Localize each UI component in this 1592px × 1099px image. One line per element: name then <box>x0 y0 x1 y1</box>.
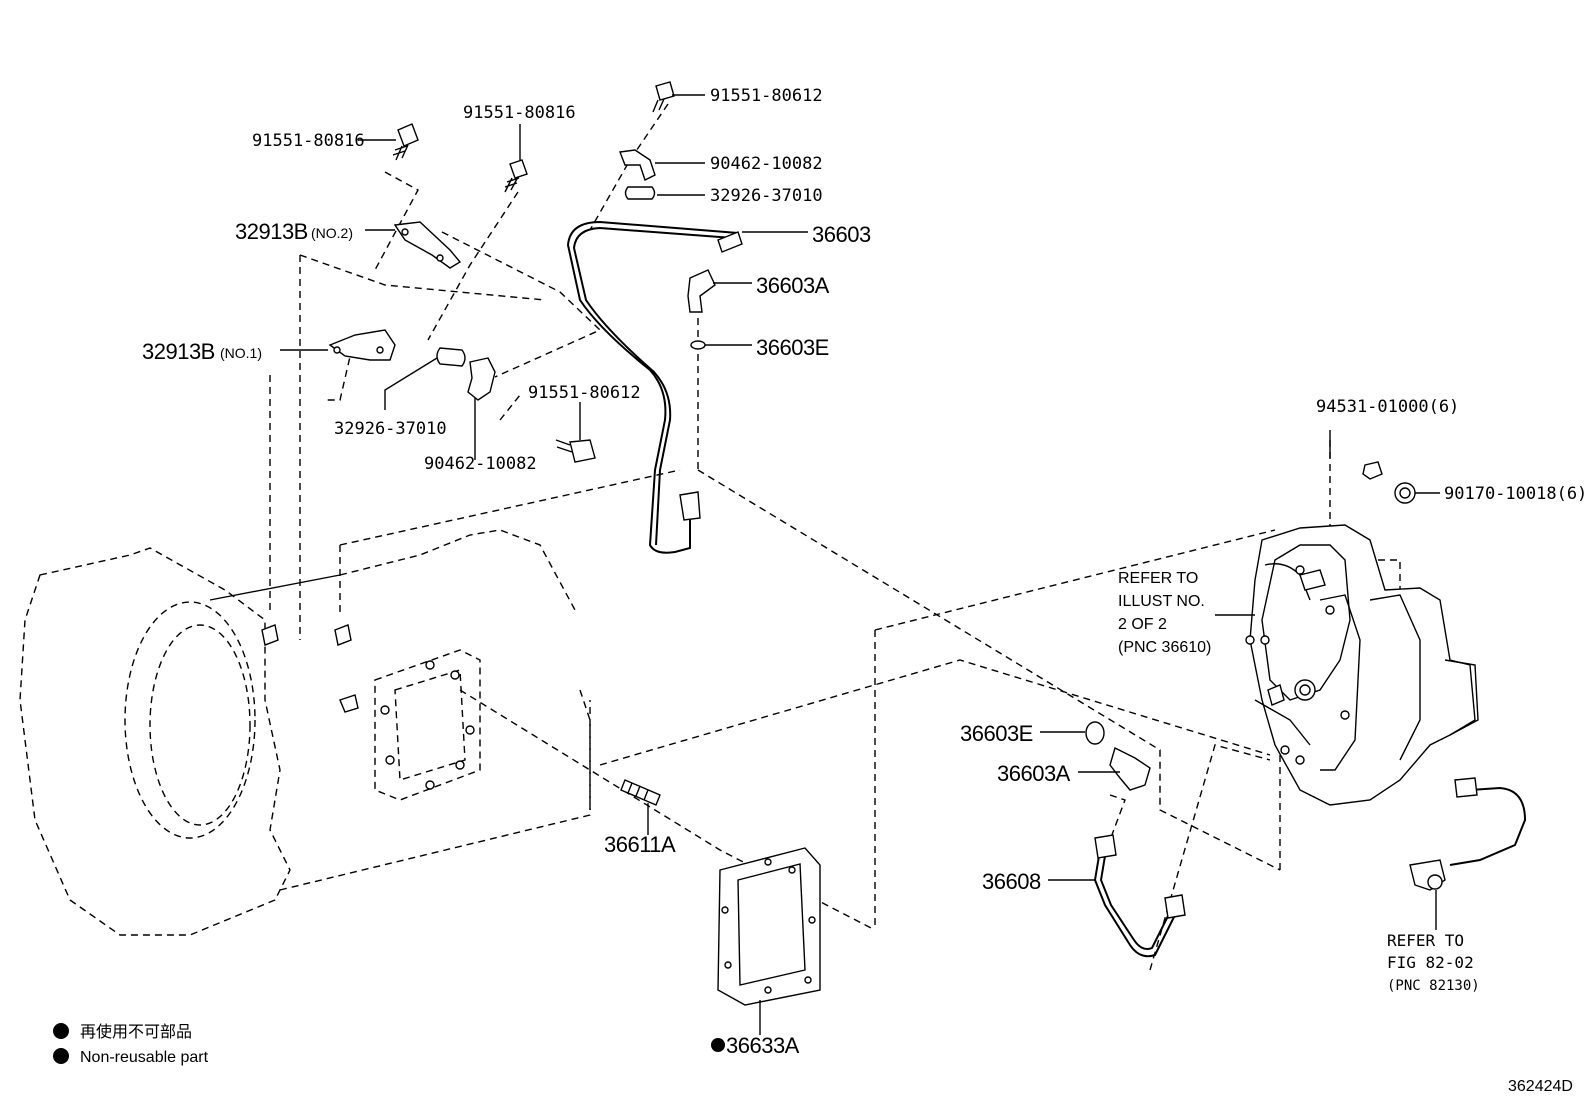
nut-94531 <box>1362 461 1383 480</box>
part-labels: 91551-80816 91551-80816 91551-80612 9046… <box>142 86 1587 1058</box>
harness-connector-top <box>1454 777 1478 798</box>
label-91551-80816-mid: 91551-80816 <box>463 103 576 123</box>
transmission-case <box>19 529 591 936</box>
transfer-case <box>1215 430 1479 806</box>
legend-bullet-1 <box>53 1023 69 1039</box>
refer-fig-line-2: FIG 82-02 <box>1387 953 1474 972</box>
label-36608: 36608 <box>982 869 1041 894</box>
refer-illust-note: REFER TO ILLUST NO. 2 OF 2 (PNC 36610) <box>1118 570 1211 656</box>
parts-lower-right <box>1040 721 1527 958</box>
label-32926-37010-low: 32926-37010 <box>334 419 447 439</box>
label-90462-10082-top: 90462-10082 <box>710 154 823 174</box>
label-36633A: 36633A <box>726 1033 800 1058</box>
parts-top <box>358 81 808 554</box>
label-36603A-top: 36603A <box>756 273 830 298</box>
refer-illust-line-2: ILLUST NO. <box>1118 593 1205 610</box>
legend-line-1: 再使用不可部品 <box>80 1023 192 1041</box>
nut-90170 <box>1394 482 1416 504</box>
label-36611A: 36611A <box>604 832 676 857</box>
bolt-mid <box>504 159 528 193</box>
label-36603E-top: 36603E <box>756 335 829 360</box>
parts-brackets <box>280 221 596 463</box>
label-32913B-no2: 32913B <box>235 219 308 244</box>
label-36603: 36603 <box>812 222 871 247</box>
label-32926-37010-top: 32926-37010 <box>710 186 823 206</box>
label-90462-10082-low: 90462-10082 <box>424 454 537 474</box>
bolt-left <box>392 123 419 161</box>
assembly-guide-lines <box>269 103 1401 971</box>
refer-fig-note: REFER TO FIG 82-02 (PNC 82130) <box>1387 931 1480 994</box>
bolt-top <box>652 81 675 113</box>
refer-fig-line-3: (PNC 82130) <box>1387 978 1480 994</box>
label-36603E-low: 36603E <box>960 721 1033 746</box>
refer-illust-line-4: (PNC 36610) <box>1118 639 1211 656</box>
label-36603A-low: 36603A <box>997 761 1071 786</box>
label-no1: (NO.1) <box>220 345 262 361</box>
parts-lower-middle <box>620 779 821 1035</box>
legend-bullet-2 <box>53 1048 69 1064</box>
non-reusable-mark-36633A <box>711 1038 725 1052</box>
label-91551-80612-mid: 91551-80612 <box>528 383 641 403</box>
figure-id: 362424D <box>1508 1078 1573 1095</box>
label-no2: (NO.2) <box>311 225 353 241</box>
legend: 再使用不可部品 Non-reusable part <box>53 1023 209 1066</box>
legend-line-2: Non-reusable part <box>80 1049 209 1066</box>
label-91551-80612-top: 91551-80612 <box>710 86 823 106</box>
label-32913B-no1: 32913B <box>142 339 215 364</box>
label-90170-10018: 90170-10018(6) <box>1444 484 1587 504</box>
refer-fig-line-1: REFER TO <box>1387 931 1464 950</box>
label-91551-80816-left: 91551-80816 <box>252 131 365 151</box>
bolt-lower <box>555 439 596 463</box>
refer-illust-line-1: REFER TO <box>1118 570 1198 587</box>
refer-illust-line-3: 2 OF 2 <box>1118 616 1167 633</box>
label-94531-01000: 94531-01000(6) <box>1316 397 1459 417</box>
